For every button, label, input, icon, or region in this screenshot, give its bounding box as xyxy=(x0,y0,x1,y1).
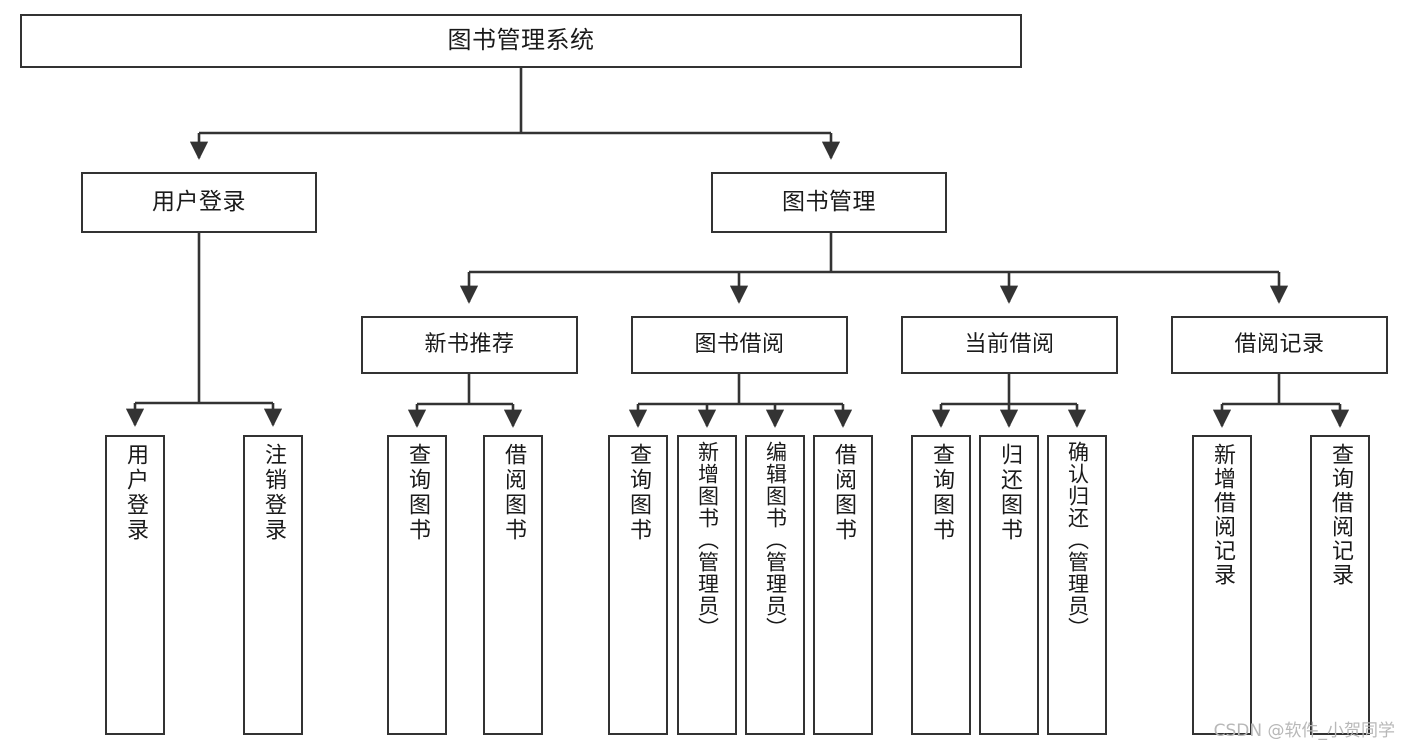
node-label: 借阅图书 xyxy=(831,443,856,543)
node-current-borrow[interactable]: 当前借阅 xyxy=(901,316,1118,374)
node-root-book-management-system[interactable]: 图书管理系统 xyxy=(20,14,1022,68)
node-borrow-record[interactable]: 借阅记录 xyxy=(1171,316,1388,374)
node-label: 新增图书（管理员） xyxy=(695,441,720,639)
csdn-watermark: CSDN @软件_小贺同学 xyxy=(1213,721,1395,741)
node-label: 编辑图书（管理员） xyxy=(763,441,788,639)
node-label: 确认归还（管理员） xyxy=(1065,441,1090,639)
node-label: 归还图书 xyxy=(997,443,1022,543)
leaf-book-borrow-query-book[interactable]: 查询图书 xyxy=(608,435,668,735)
node-label: 图书管理系统 xyxy=(447,26,595,55)
node-user-login[interactable]: 用户登录 xyxy=(81,172,317,233)
node-label: 查询图书 xyxy=(626,443,651,543)
leaf-current-borrow-query-book[interactable]: 查询图书 xyxy=(911,435,971,735)
node-label: 查询图书 xyxy=(405,443,430,543)
node-label: 用户登录 xyxy=(152,189,246,216)
node-label: 查询借阅记录 xyxy=(1328,443,1353,587)
leaf-borrow-record-add-record[interactable]: 新增借阅记录 xyxy=(1192,435,1252,735)
node-new-book-recommend[interactable]: 新书推荐 xyxy=(361,316,578,374)
node-label: 用户登录 xyxy=(123,443,148,543)
node-label: 图书借阅 xyxy=(694,332,785,358)
node-label: 新书推荐 xyxy=(424,332,515,358)
leaf-book-borrow-borrow-book[interactable]: 借阅图书 xyxy=(813,435,873,735)
leaf-current-borrow-confirm-return-admin[interactable]: 确认归还（管理员） xyxy=(1047,435,1107,735)
leaf-user-login-login[interactable]: 用户登录 xyxy=(105,435,165,735)
node-label: 当前借阅 xyxy=(964,332,1055,358)
node-book-management[interactable]: 图书管理 xyxy=(711,172,947,233)
node-label: 新增借阅记录 xyxy=(1210,443,1235,587)
node-book-borrow[interactable]: 图书借阅 xyxy=(631,316,848,374)
node-label: 注销登录 xyxy=(261,443,286,543)
leaf-current-borrow-return-book[interactable]: 归还图书 xyxy=(979,435,1039,735)
leaf-book-borrow-add-book-admin[interactable]: 新增图书（管理员） xyxy=(677,435,737,735)
leaf-book-borrow-edit-book-admin[interactable]: 编辑图书（管理员） xyxy=(745,435,805,735)
node-label: 查询图书 xyxy=(929,443,954,543)
leaf-new-book-borrow-book[interactable]: 借阅图书 xyxy=(483,435,543,735)
node-label: 借阅记录 xyxy=(1234,332,1325,358)
leaf-user-login-logout[interactable]: 注销登录 xyxy=(243,435,303,735)
node-label: 图书管理 xyxy=(782,189,876,216)
leaf-new-book-query-book[interactable]: 查询图书 xyxy=(387,435,447,735)
leaf-borrow-record-query-record[interactable]: 查询借阅记录 xyxy=(1310,435,1370,735)
node-label: 借阅图书 xyxy=(501,443,526,543)
